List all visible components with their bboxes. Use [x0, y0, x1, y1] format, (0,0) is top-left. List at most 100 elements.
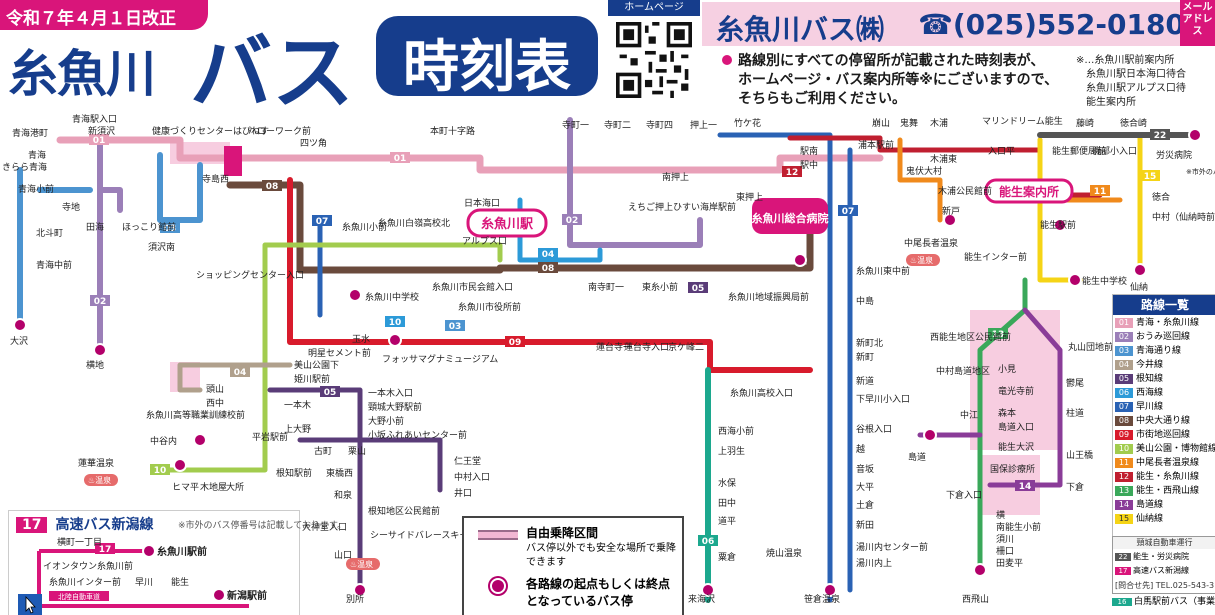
svg-text:焼山温泉: 焼山温泉	[766, 547, 802, 559]
svg-text:青海小前: 青海小前	[18, 183, 54, 195]
svg-text:新須沢: 新須沢	[88, 125, 115, 137]
svg-text:新道: 新道	[856, 375, 874, 387]
svg-text:シーサイドバレースキー場前: シーサイドバレースキー場前	[370, 529, 486, 541]
svg-text:青海港町: 青海港町	[12, 127, 48, 139]
svg-text:01: 01	[394, 154, 407, 164]
svg-text:新町: 新町	[856, 351, 874, 363]
svg-text:東押上: 東押上	[736, 191, 763, 203]
svg-text:鬼舞: 鬼舞	[900, 117, 918, 129]
phone-number[interactable]: ☎(025)552-0180	[918, 8, 1185, 41]
svg-text:大野小前: 大野小前	[368, 415, 404, 427]
svg-text:寺地: 寺地	[62, 201, 80, 213]
svg-text:新潟駅前: 新潟駅前	[227, 589, 267, 602]
svg-text:中谷内: 中谷内	[150, 435, 177, 447]
svg-text:頭山: 頭山	[206, 384, 224, 395]
svg-text:上大野: 上大野	[284, 423, 311, 435]
svg-text:糸魚川高校入口: 糸魚川高校入口	[730, 387, 793, 399]
svg-text:ヒマ平: ヒマ平	[172, 482, 199, 493]
svg-text:♨温泉: ♨温泉	[910, 255, 933, 265]
terminal-dot-description: 各路線の起点もしくは終点となっているバス停	[526, 577, 671, 608]
svg-text:木浦東: 木浦東	[930, 153, 957, 165]
hub-labels[interactable]: 糸魚川駅 糸魚川総合病院 能生案内所	[224, 146, 1074, 238]
svg-text:11: 11	[1094, 187, 1107, 197]
terminal-stops[interactable]	[13, 128, 1202, 597]
svg-text:17: 17	[99, 545, 112, 555]
title-bus: バス	[190, 26, 355, 121]
cursor-arrow-icon[interactable]	[18, 594, 42, 615]
svg-text:西能生地区公民館前: 西能生地区公民館前	[930, 331, 1011, 343]
svg-text:本町十字路: 本町十字路	[430, 125, 475, 137]
svg-text:新田: 新田	[856, 519, 874, 531]
svg-text:♨温泉: ♨温泉	[88, 475, 111, 485]
mail-address-tab[interactable]: メールアドレス	[1180, 0, 1215, 46]
svg-text:糸魚川インター前: 糸魚川インター前	[49, 576, 121, 588]
hub-nou-info[interactable]: 能生案内所	[999, 184, 1059, 199]
svg-text:能生: 能生	[171, 576, 189, 588]
svg-text:田海: 田海	[86, 221, 104, 233]
svg-text:ショッピングセンター入口: ショッピングセンター入口	[196, 269, 304, 281]
route-07-line	[317, 132, 853, 603]
svg-text:15: 15	[1144, 172, 1157, 182]
svg-text:谷根入口: 谷根入口	[856, 423, 892, 435]
svg-text:根知地区公民館前: 根知地区公民館前	[368, 505, 440, 517]
company-box: 糸魚川バス㈱ ☎(025)552-0180	[702, 2, 1185, 46]
svg-text:柵口: 柵口	[996, 545, 1014, 557]
svg-text:西飛山: 西飛山	[962, 594, 989, 605]
svg-text:仁王堂: 仁王堂	[454, 455, 481, 467]
svg-text:糸魚川高等職業訓練校前: 糸魚川高等職業訓練校前	[146, 409, 245, 421]
hub-itoigawa-station[interactable]: 糸魚川駅	[481, 216, 534, 232]
hub-general-hospital[interactable]: 糸魚川総合病院	[752, 211, 829, 225]
svg-text:西海小前: 西海小前	[718, 425, 754, 437]
svg-text:14: 14	[1019, 482, 1032, 492]
svg-text:四ツ角: 四ツ角	[300, 137, 327, 149]
svg-text:横町一丁目: 横町一丁目	[57, 536, 102, 548]
svg-text:イオンタウン糸魚川前: イオンタウン糸魚川前	[43, 560, 133, 572]
svg-text:能生インター前: 能生インター前	[964, 251, 1027, 263]
route-09-line	[287, 177, 813, 373]
svg-text:糸魚川中学校: 糸魚川中学校	[365, 291, 419, 303]
svg-text:小見: 小見	[998, 364, 1016, 375]
svg-text:森本: 森本	[998, 407, 1016, 419]
svg-text:能生郵便局前: 能生郵便局前	[1052, 145, 1106, 157]
title-timetable: 時刻表	[403, 35, 571, 100]
svg-text:平岩駅前: 平岩駅前	[252, 431, 288, 443]
route-tags: 01 01 02 02 03 03 08 08 09 07 07 10 10 0…	[89, 129, 1170, 547]
svg-text:頸城大野駅前: 頸城大野駅前	[368, 401, 422, 413]
revision-date: 令和７年４月１日改正	[6, 9, 176, 29]
svg-text:井口: 井口	[454, 487, 472, 499]
stop-labels: 青海港町 青海駅入口 新須沢 健康づくりセンターはぴねす ハローワーク前 四ツ角…	[2, 113, 1215, 605]
svg-text:上羽生: 上羽生	[718, 445, 745, 457]
company-name: 糸魚川バス㈱	[716, 13, 885, 46]
svg-text:小坂ふれあいセンター前: 小坂ふれあいセンター前	[368, 429, 467, 441]
svg-text:西中: 西中	[206, 397, 224, 409]
svg-text:糸魚川小前: 糸魚川小前	[342, 221, 387, 233]
homepage-label: ホームページ	[608, 0, 700, 16]
svg-text:横地: 横地	[86, 359, 104, 371]
legend-title: 路線一覧	[1113, 295, 1215, 315]
svg-text:木浦公民館前: 木浦公民館前	[938, 185, 992, 197]
free-zone-title: 自由乗降区間	[526, 526, 599, 540]
svg-text:姫川駅前: 姫川駅前	[294, 373, 330, 385]
free-zone-swatch	[478, 530, 518, 540]
svg-text:鬱尾: 鬱尾	[1066, 377, 1084, 389]
qr-code-icon[interactable]	[614, 22, 694, 98]
svg-text:02: 02	[566, 216, 579, 226]
